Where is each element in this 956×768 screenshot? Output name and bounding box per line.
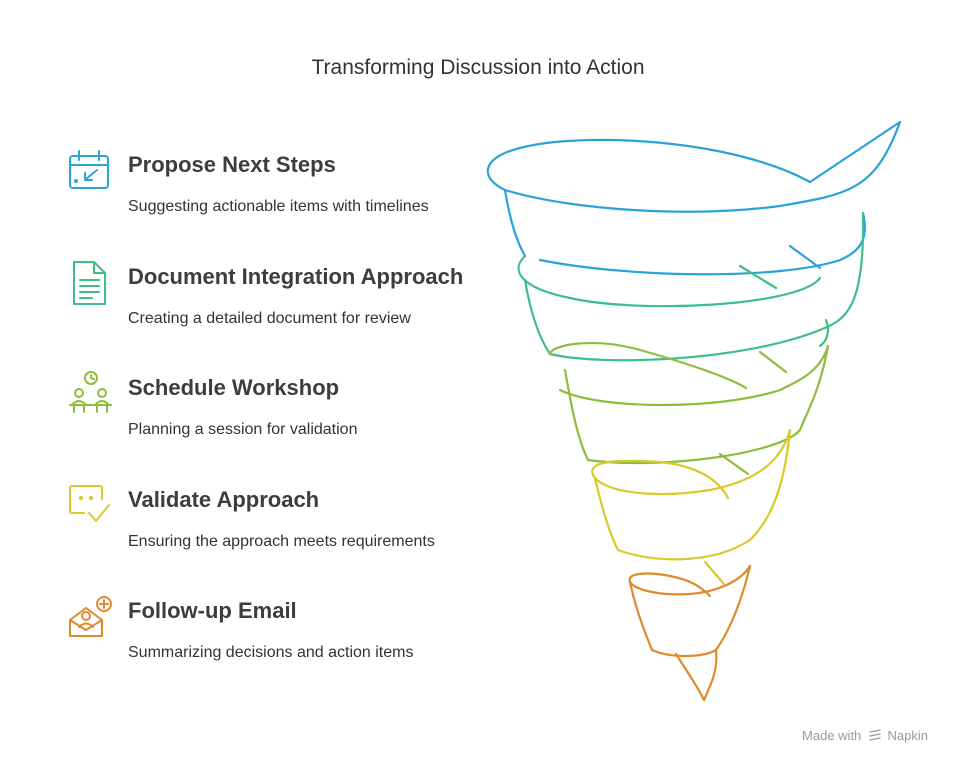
step-heading: Schedule Workshop (128, 375, 340, 400)
made-with-credit: Made with Napkin (802, 728, 928, 743)
document-icon (64, 260, 114, 310)
diagram-title: Transforming Discussion into Action (311, 56, 645, 79)
step-description: Planning a session for validation (128, 421, 358, 438)
credit-brand: Napkin (887, 728, 928, 743)
workshop-icon (64, 371, 114, 421)
step-description: Suggesting actionable items with timelin… (128, 198, 429, 215)
calendar-icon (64, 148, 114, 198)
step-description: Creating a detailed document for review (128, 310, 411, 327)
funnel-band-email (628, 564, 752, 702)
credit-prefix: Made with (802, 728, 862, 743)
step-description: Ensuring the approach meets requirements (128, 533, 435, 550)
email-icon (64, 594, 114, 644)
step-heading: Follow-up Email (128, 598, 297, 623)
step-heading: Document Integration Approach (128, 264, 464, 289)
step-heading: Propose Next Steps (128, 152, 336, 177)
validate-icon (64, 483, 114, 533)
napkin-logo-icon (868, 728, 882, 742)
funnel-band-workshop (548, 341, 830, 476)
funnel-band-document (517, 211, 865, 362)
funnel-band-validate (591, 428, 792, 586)
spiral-funnel (480, 110, 920, 710)
funnel-band-propose (486, 120, 902, 276)
step-heading: Validate Approach (128, 487, 320, 512)
step-description: Summarizing decisions and action items (128, 644, 414, 661)
